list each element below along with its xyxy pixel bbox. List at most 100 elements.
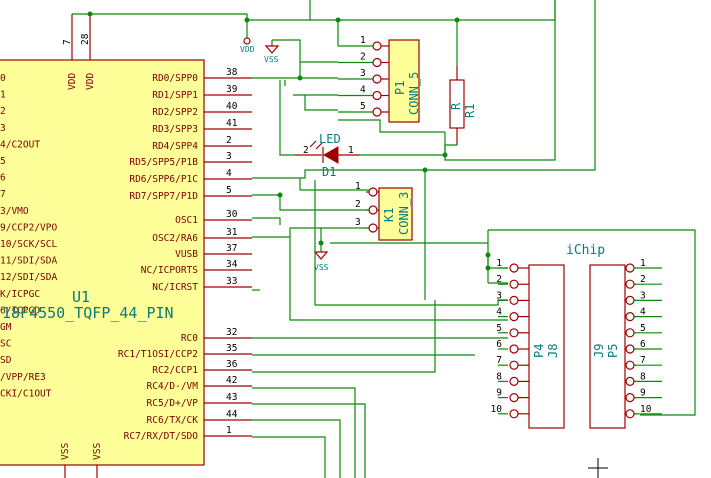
p1-value: CONN_5: [407, 72, 421, 115]
u1-left-pin-label: 3/VMO: [0, 206, 29, 217]
vss-label: VSS: [314, 263, 329, 272]
p4-ref: P4: [532, 344, 546, 358]
u1-ref: U1: [72, 288, 90, 306]
k1-connector[interactable]: 123 K1 CONN_3: [355, 181, 413, 241]
u1-pin-name: RC6/TX/CK: [147, 415, 199, 426]
p4-body: [528, 264, 565, 429]
u1-left-pin-label: 0: [0, 73, 6, 84]
u1-pin-name: RD7/SPP7/P1D: [129, 191, 198, 202]
p4-pin-circle: [509, 360, 519, 370]
r1-ref: R1: [463, 104, 477, 118]
u1-left-pin-label: /VPP/RE3: [0, 372, 46, 383]
p4-pin-circle: [509, 328, 519, 338]
u1-pin-num: 39: [226, 84, 238, 95]
d1-pin-a: 2: [303, 145, 309, 156]
p4-pin-circle: [509, 376, 519, 386]
d1-ref: D1: [322, 165, 336, 179]
u1-pin-name: RC5/D+/VP: [147, 398, 199, 409]
p4-pin-num: 2: [496, 274, 502, 285]
k1-value: CONN_3: [397, 192, 411, 235]
u1-left-pin-label: SC: [0, 339, 11, 350]
p5-pin-circle: [625, 360, 635, 370]
u1-pin-num: 4: [226, 168, 232, 179]
u1-left-pin-label: 6/ICPGD: [0, 305, 40, 316]
p1-pin-num: 2: [360, 52, 366, 63]
p5-pin-circle: [625, 328, 635, 338]
u1-left-pin-label: 6: [0, 173, 6, 184]
p5-pin-circle: [625, 279, 635, 289]
u1-left-pin-label: 4/C2OUT: [0, 139, 40, 150]
u1-pin-num: 42: [226, 375, 237, 386]
p5-pin-circle: [625, 295, 635, 305]
u1-vdd-label: VDD: [85, 73, 96, 90]
u1-pin-num: 38: [226, 67, 238, 78]
u1-pin-name: OSC2/RA6: [152, 233, 198, 244]
p4-pin-circle: [509, 409, 519, 419]
u1-right-pins: 38RD0/SPP039RD1/SPP140RD2/SPP241RD3/SPP3…: [118, 67, 252, 442]
u1-left-pin-label: 2: [0, 106, 6, 117]
p5-pin-num: 5: [640, 323, 646, 334]
p1-pin-num: 5: [360, 101, 366, 112]
p5-pin-num: 9: [640, 388, 646, 399]
u1-symbol[interactable]: 7 28 VDD VDD VSS VSS 01234/C2OUT5673/VMO…: [0, 14, 252, 478]
p4-pin-circle: [509, 279, 519, 289]
d1-pin-k: 1: [348, 145, 354, 156]
u1-left-pin-label: SD: [0, 355, 12, 366]
p4-pin-circle: [509, 312, 519, 322]
u1-left-pin-label: GM: [0, 322, 12, 333]
p5-pin-circle: [625, 376, 635, 386]
d1-led[interactable]: LED D1 2 1: [295, 132, 360, 179]
k1-pin-num: 2: [355, 199, 361, 210]
u1-left-pin-label: 11/SDI/SDA: [0, 256, 57, 267]
u1-pin-name: RD3/SPP3: [152, 124, 198, 135]
p5-pin-num: 1: [640, 258, 646, 269]
u1-pin-name: RC7/RX/DT/SDO: [124, 431, 199, 442]
p4-pin-circle: [509, 393, 519, 403]
u1-pin-num: 31: [226, 227, 238, 238]
u1-left-labels: 01234/C2OUT5673/VMO9/CCP2/VPO10/SCK/SCL1…: [0, 73, 57, 399]
p4-pin-num: 8: [496, 371, 502, 382]
u1-pin-name: VUSB: [175, 249, 198, 260]
u1-pin-num: 40: [226, 101, 238, 112]
u1-pin-num: 3: [226, 151, 232, 162]
p5-pin-circle: [625, 312, 635, 322]
u1-pin-num: 33: [226, 276, 237, 287]
k1-pin-num: 3: [355, 217, 361, 228]
p1-body: [388, 39, 420, 123]
p5-body: [589, 264, 626, 429]
k1-pin-circle: [368, 223, 378, 233]
u1-pin-name: RD4/SPP4: [152, 141, 198, 152]
u1-left-pin-label: 7: [0, 189, 6, 200]
u1-pin-num: 1: [226, 425, 232, 436]
p5-pin-num: 7: [640, 355, 646, 366]
p5-pin-num: 4: [640, 307, 646, 318]
k1-ref: K1: [382, 208, 396, 222]
u1-pin-num: 2: [226, 135, 232, 146]
u1-pin-name: RC2/CCP1: [152, 365, 198, 376]
u1-left-pin-label: 12/SDI/SDA: [0, 272, 57, 283]
u1-pin-name: RD0/SPP0: [152, 73, 198, 84]
p5-pin-num: 3: [640, 290, 646, 301]
u1-pin-num: 32: [226, 327, 237, 338]
u1-vss-label: VSS: [60, 443, 71, 460]
ichip-label: iChip: [566, 243, 605, 258]
p4-pin-num: 5: [496, 323, 502, 334]
p4-pin-circle: [509, 263, 519, 273]
u1-left-pin-label: K/ICPGC: [0, 289, 40, 300]
k1-pin-circle: [368, 187, 378, 197]
u1-pin-name: RC1/T1OSI/CCP2: [118, 349, 198, 360]
u1-vdd-label: VDD: [67, 73, 78, 90]
u1-pin-num: 36: [226, 359, 238, 370]
p5-pin-num: 10: [640, 404, 652, 415]
u1-pin-num: 41: [226, 118, 238, 129]
p4-pin-num: 9: [496, 388, 502, 399]
r1-resistor[interactable]: R R1: [449, 66, 477, 145]
u1-body: [0, 59, 205, 466]
p4-pin-num: 10: [491, 404, 503, 415]
k1-pin-circle: [368, 205, 378, 215]
u1-left-pin-label: 3: [0, 123, 6, 134]
p4-pin-num: 1: [496, 258, 502, 269]
